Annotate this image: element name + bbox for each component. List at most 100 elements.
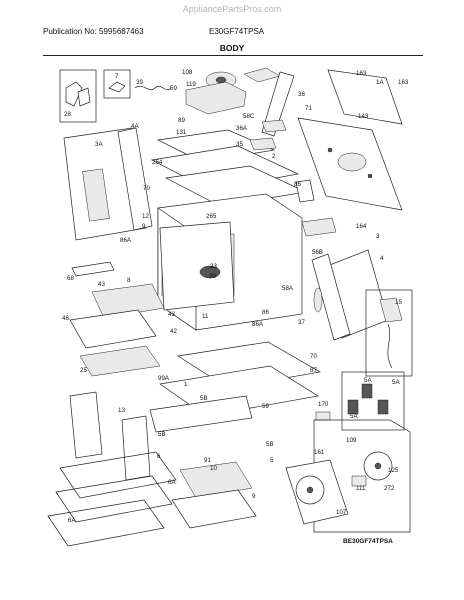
part-59-duct <box>185 81 247 115</box>
part-5a-feet-group <box>341 371 405 431</box>
callout-86-b: 86 <box>262 309 269 316</box>
part-39-wire <box>134 85 172 91</box>
callout-5a-a: 5A <box>364 377 372 384</box>
callout-10: 10 <box>210 465 217 472</box>
callout-131: 131 <box>176 129 187 136</box>
callout-86-a: 86 <box>294 181 301 188</box>
callout-23: 23 <box>210 263 217 270</box>
watermark-text: AppliancePartsPros.com <box>182 4 282 14</box>
part-25-tray <box>79 345 161 377</box>
header-rule <box>43 55 423 56</box>
callout-5b-c: 5B <box>266 441 274 448</box>
part-6-oven-racks <box>47 451 177 547</box>
callout-170: 170 <box>318 401 329 408</box>
callout-119: 119 <box>186 81 196 88</box>
callout-70-b: 70 <box>310 353 317 360</box>
part-107-convection-fan-group <box>285 419 411 533</box>
callout-43-b: 43 <box>168 311 175 318</box>
part-36a-bracket <box>261 119 287 133</box>
callout-111: 111 <box>356 485 366 492</box>
callout-5a-b: 5A <box>392 379 400 386</box>
oven-cavity <box>157 193 303 331</box>
callout-86a-a: 86A <box>120 237 132 244</box>
part-91-kick-rail <box>149 395 253 433</box>
part-7-clip-group <box>103 69 131 99</box>
diagram-code: BE30GF74TPSA <box>343 538 393 545</box>
callout-70-a: 70 <box>143 185 150 192</box>
callout-125: 125 <box>388 467 399 474</box>
callout-3: 3 <box>376 233 380 240</box>
callout-58c: 58C <box>243 113 255 120</box>
callout-29: 29 <box>209 273 216 280</box>
callout-labels: 1A 163 163 7 108 119 36 28 39 59 58C 71 … <box>62 69 409 524</box>
callout-56b: 56B <box>312 249 323 256</box>
part-68-vent <box>71 261 115 277</box>
callout-35: 35 <box>236 141 243 148</box>
part-35-bracket <box>249 137 277 151</box>
callout-109: 109 <box>346 437 357 444</box>
callout-5b-b: 5B <box>158 431 166 438</box>
callout-1a: 1A <box>376 79 384 86</box>
callout-89: 89 <box>178 117 185 124</box>
callout-99a: 99A <box>158 375 170 382</box>
callout-163-a: 163 <box>356 70 367 77</box>
part-46-frame <box>69 309 157 349</box>
callout-163-b: 163 <box>398 79 409 86</box>
callout-71: 71 <box>305 105 312 112</box>
callout-9-b: 9 <box>252 493 256 500</box>
callout-4: 4 <box>380 255 384 262</box>
callout-25: 25 <box>80 367 87 374</box>
callout-36: 36 <box>298 91 305 98</box>
callout-264: 264 <box>152 159 163 166</box>
callout-39: 39 <box>136 79 143 86</box>
callout-87: 87 <box>310 367 317 374</box>
callout-91: 91 <box>204 457 211 464</box>
callout-1-b: 1 <box>184 381 188 388</box>
callout-59: 59 <box>170 85 177 92</box>
callout-59-b: 59 <box>262 403 269 410</box>
callout-6a-a: 6A <box>168 479 176 486</box>
part-28-bracket-group <box>59 69 97 123</box>
callout-9-a: 9 <box>142 223 146 230</box>
callout-37: 37 <box>298 319 305 326</box>
part-1a-back-panel <box>297 69 403 211</box>
callout-161: 161 <box>314 449 325 456</box>
callout-6a-b: 6A <box>68 517 76 524</box>
part-13-rack-supports <box>69 391 151 481</box>
part-4-side-panel <box>311 249 389 341</box>
callout-28: 28 <box>64 111 71 118</box>
part-164-bracket <box>301 217 337 237</box>
callout-11: 11 <box>202 313 209 320</box>
part-36-panel <box>243 67 281 83</box>
part-3a-side-panel <box>63 127 153 241</box>
callout-107: 107 <box>336 509 347 516</box>
callout-43-a: 43 <box>98 281 105 288</box>
callout-58a: 58A <box>282 285 294 292</box>
callout-5a-c: 5A <box>350 413 358 420</box>
callout-7: 7 <box>115 73 119 80</box>
callout-5b-a: 5B <box>200 395 208 402</box>
callout-46: 46 <box>62 315 69 322</box>
part-86-bracket <box>295 179 315 203</box>
callout-265: 265 <box>206 213 217 220</box>
part-170-bracket <box>315 411 331 421</box>
callout-164: 164 <box>356 223 367 230</box>
callout-42: 42 <box>170 328 177 335</box>
part-15-harness-group <box>365 289 413 377</box>
callout-3a: 3A <box>95 141 103 148</box>
callout-12: 12 <box>142 213 149 220</box>
model-number: E30GF74TPSA <box>209 27 265 36</box>
part-2-top-panel <box>150 129 308 207</box>
callout-143: 143 <box>358 113 369 120</box>
part-8-pan <box>91 283 165 319</box>
publication-number: Publication No: 5995687463 <box>43 27 144 36</box>
part-58c-duct <box>261 71 295 137</box>
callout-68: 68 <box>67 275 74 282</box>
callout-86a-b: 86A <box>252 321 264 328</box>
callout-6-a: 6 <box>157 453 161 460</box>
callout-15: 15 <box>395 299 402 306</box>
callout-13: 13 <box>118 407 125 414</box>
callout-272: 272 <box>384 485 395 492</box>
callout-36a: 36A <box>236 125 248 132</box>
